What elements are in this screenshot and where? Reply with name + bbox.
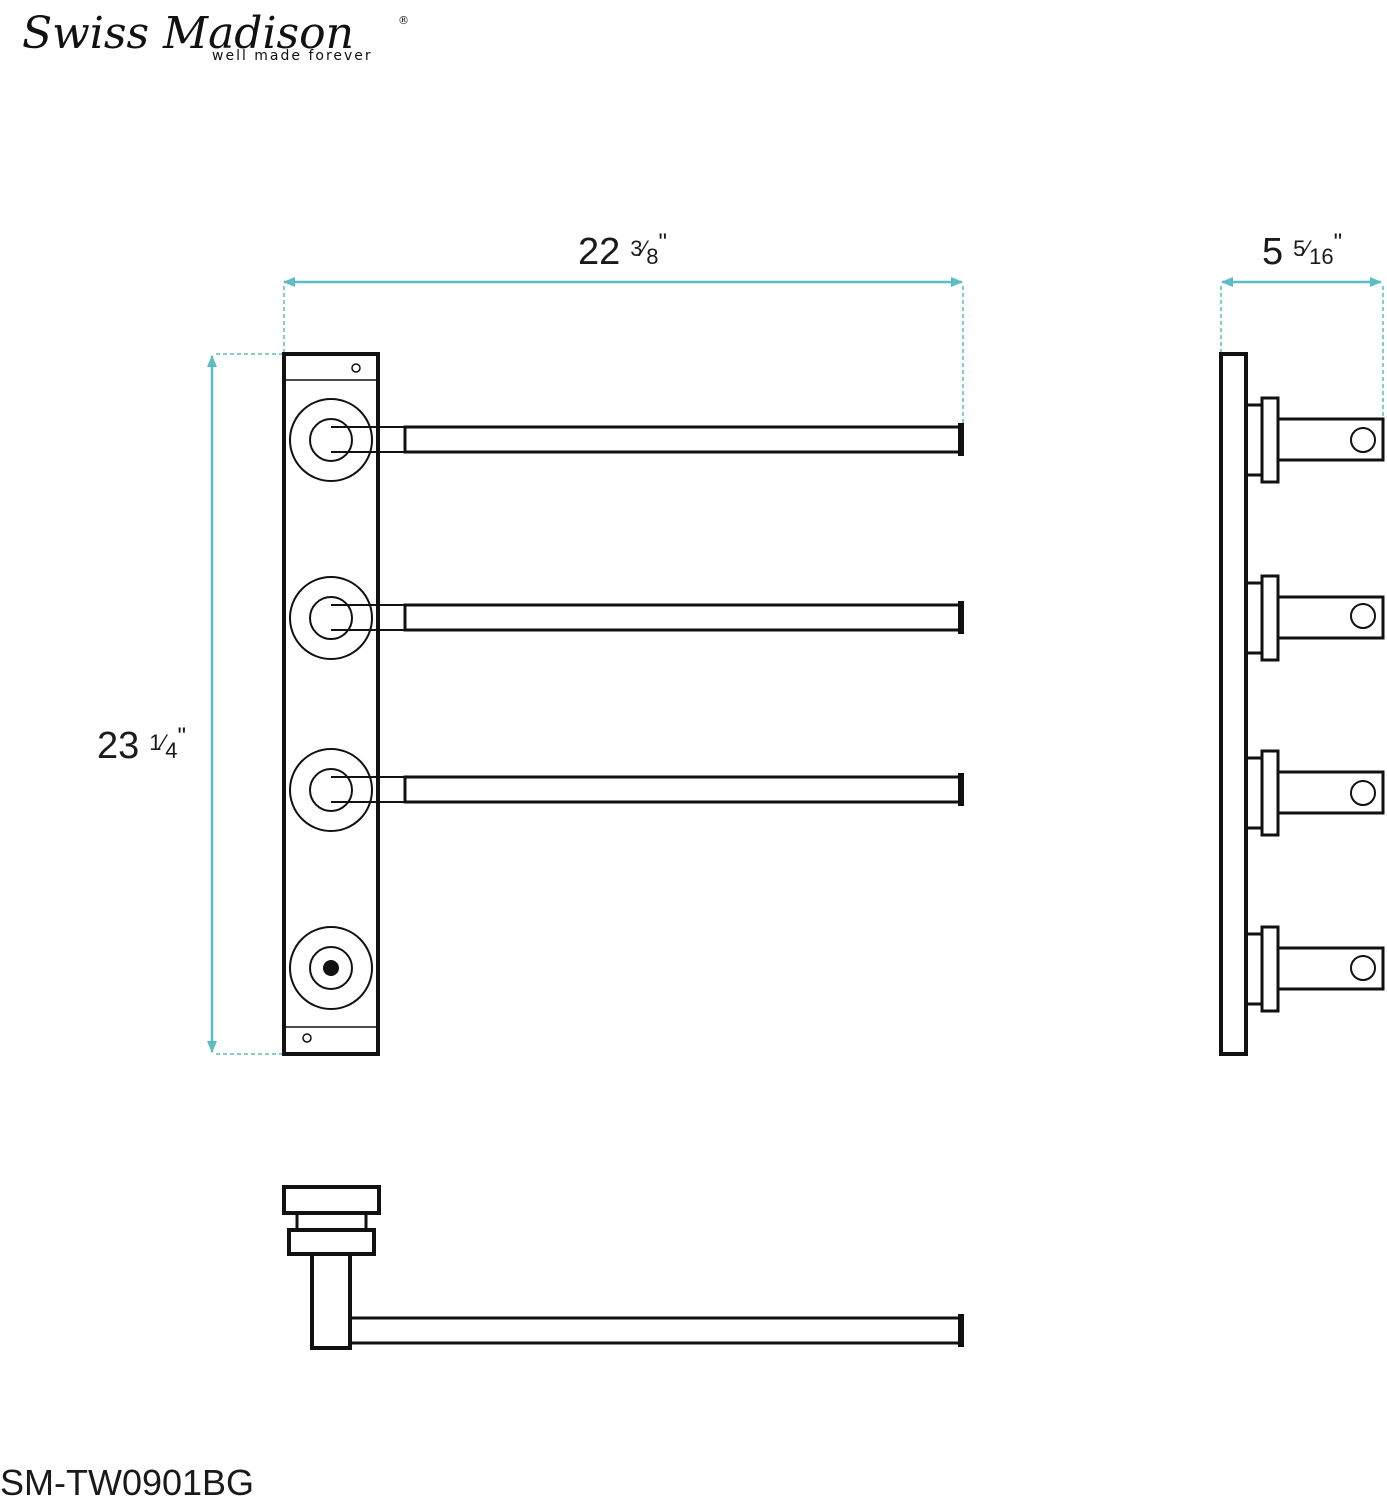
- depth-dimension: [1220, 277, 1384, 416]
- top-view-post: [310, 1252, 352, 1350]
- width-dimension: [283, 277, 964, 424]
- front-bottom-screw-hole: [302, 1033, 312, 1043]
- top-view-collar: [295, 1211, 368, 1232]
- side-view: [1219, 352, 1385, 1056]
- brand-tagline: well made forever: [212, 48, 373, 64]
- front-top-screw-hole: [351, 363, 361, 373]
- registered-mark: ®: [398, 14, 409, 27]
- front-bottom-hub: [289, 926, 373, 1010]
- top-view: [282, 1185, 964, 1350]
- brand-name: Swiss Madison: [22, 8, 354, 59]
- top-view-bar-end: [958, 1314, 964, 1347]
- model-number: SM-TW0901BG: [0, 1462, 255, 1503]
- brand-logo: Swiss Madison ® well made forever: [22, 8, 409, 64]
- top-view-bar: [348, 1316, 963, 1345]
- top-view-flange: [287, 1228, 376, 1256]
- top-view-cap: [282, 1185, 381, 1215]
- front-backplate: [282, 352, 380, 1056]
- front-arm-2: [289, 576, 964, 660]
- side-backplate: [1219, 352, 1248, 1056]
- front-arm-1: [289, 398, 964, 482]
- front-arm-3: [289, 748, 964, 832]
- side-hub-3: [1244, 749, 1385, 837]
- side-hub-2: [1244, 574, 1385, 662]
- front-view: [282, 352, 964, 1056]
- height-dimension: [207, 353, 282, 1055]
- side-hub-4: [1244, 925, 1385, 1013]
- side-hub-1: [1244, 396, 1385, 484]
